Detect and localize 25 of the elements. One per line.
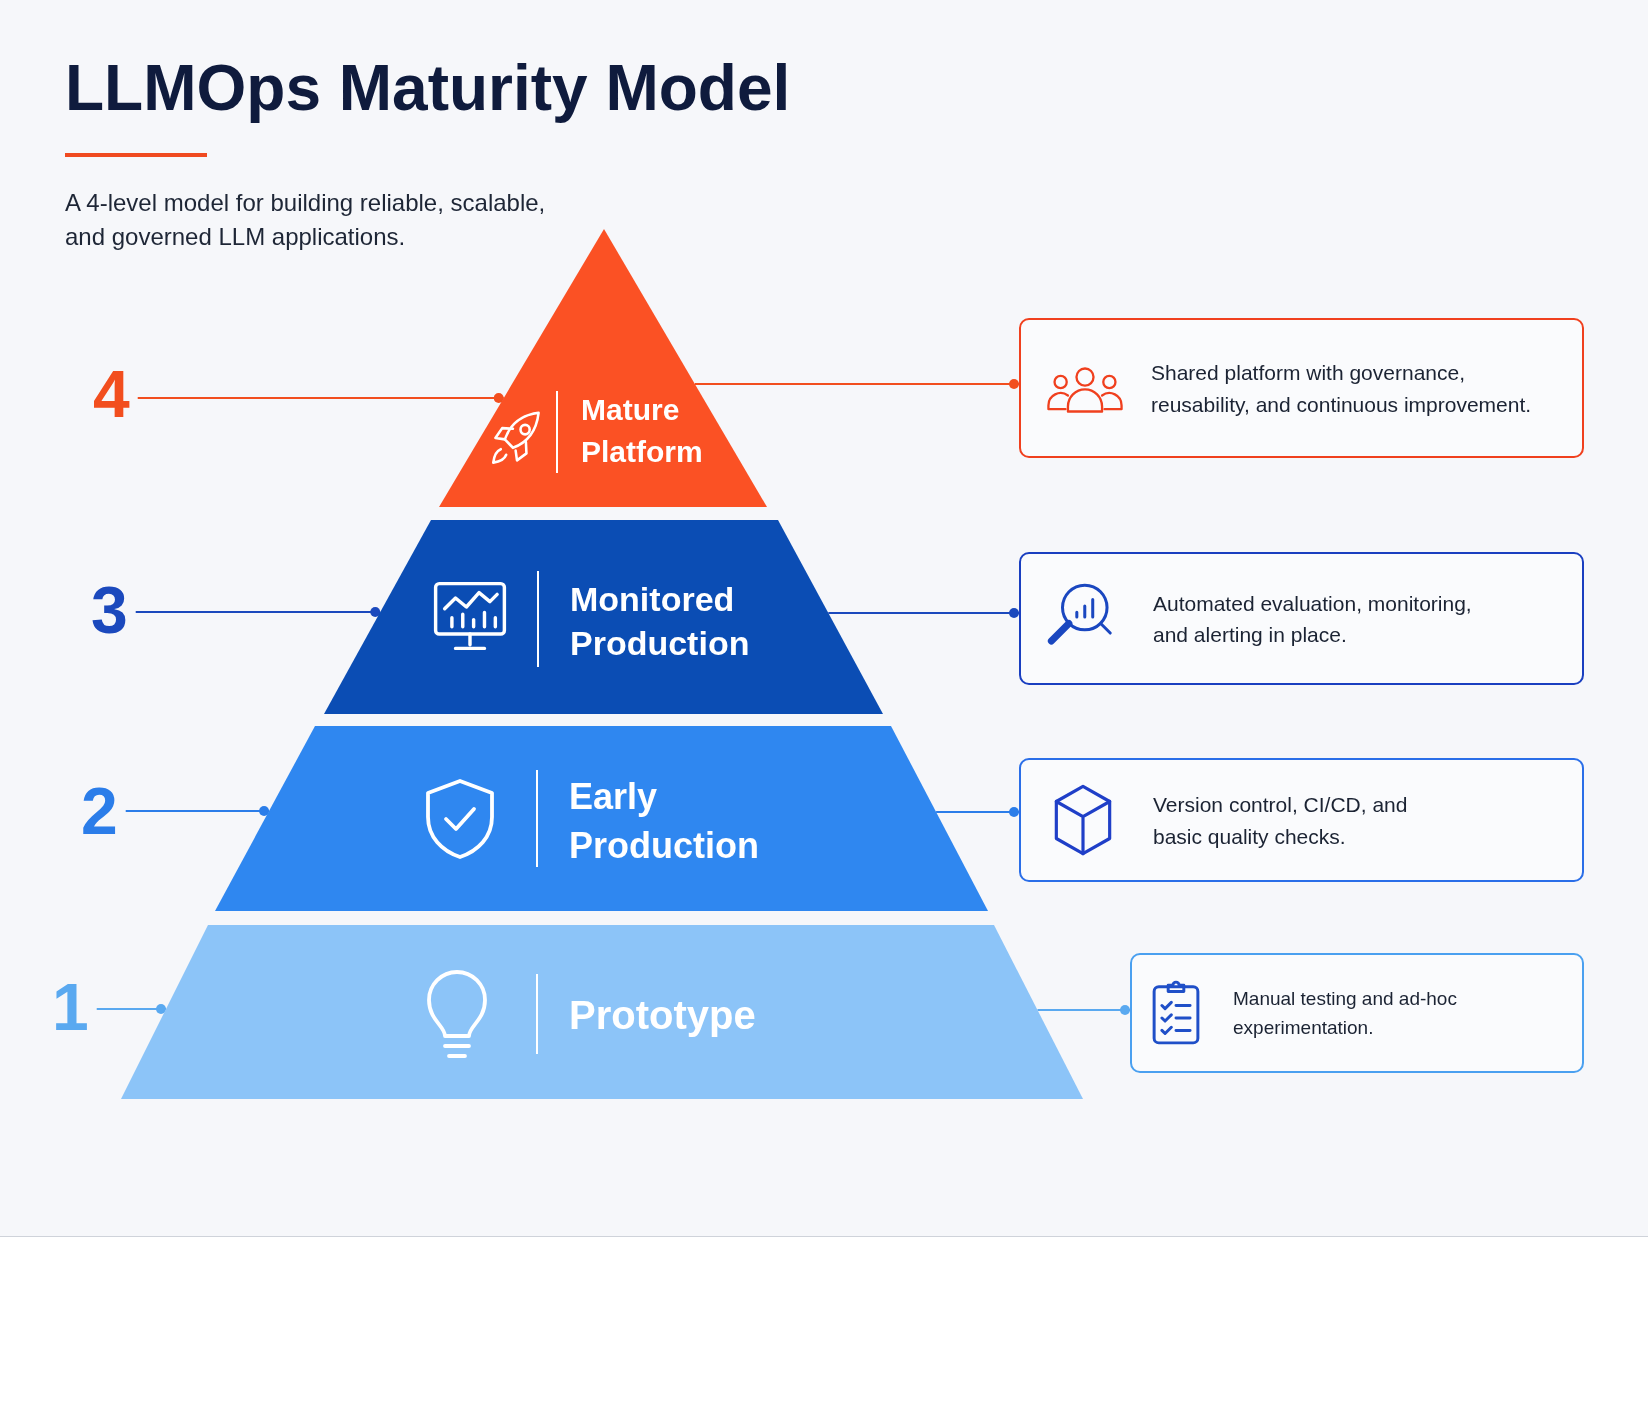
connector-line	[95, 1004, 167, 1014]
subtitle: A 4-level model for building reliable, scalable, and governed LLM applications.	[65, 188, 547, 252]
tier-label: Early Production	[569, 775, 760, 868]
connector-line	[935, 807, 1020, 817]
level-number: 3	[91, 577, 128, 643]
tier-label: Monitored Production	[570, 579, 751, 664]
connector-line	[1036, 1005, 1131, 1015]
description-card	[1019, 758, 1584, 882]
level-number: 2	[81, 778, 118, 844]
description-text: Automated evaluation, monitoring, and alerting in place.	[1153, 590, 1473, 648]
connector-line	[124, 806, 271, 816]
description-text: Version control, CI/CD, and basic quality checks.	[1153, 791, 1409, 850]
level-number: 1	[52, 974, 89, 1040]
connector-line	[134, 607, 382, 617]
level-number: 4	[93, 361, 130, 427]
tier-label: Mature Platform	[581, 392, 704, 470]
description-card	[1019, 552, 1584, 685]
description-text: Shared platform with governance, reusability, and continuous improvement.	[1151, 359, 1533, 418]
tier-label: Prototype	[569, 992, 757, 1039]
connector-line	[136, 393, 505, 403]
description-card	[1019, 318, 1584, 458]
description-text: Manual testing and ad-hoc experimentation.	[1233, 986, 1458, 1040]
connector-line	[693, 379, 1020, 389]
connector-line	[827, 608, 1020, 618]
description-card	[1130, 953, 1584, 1073]
